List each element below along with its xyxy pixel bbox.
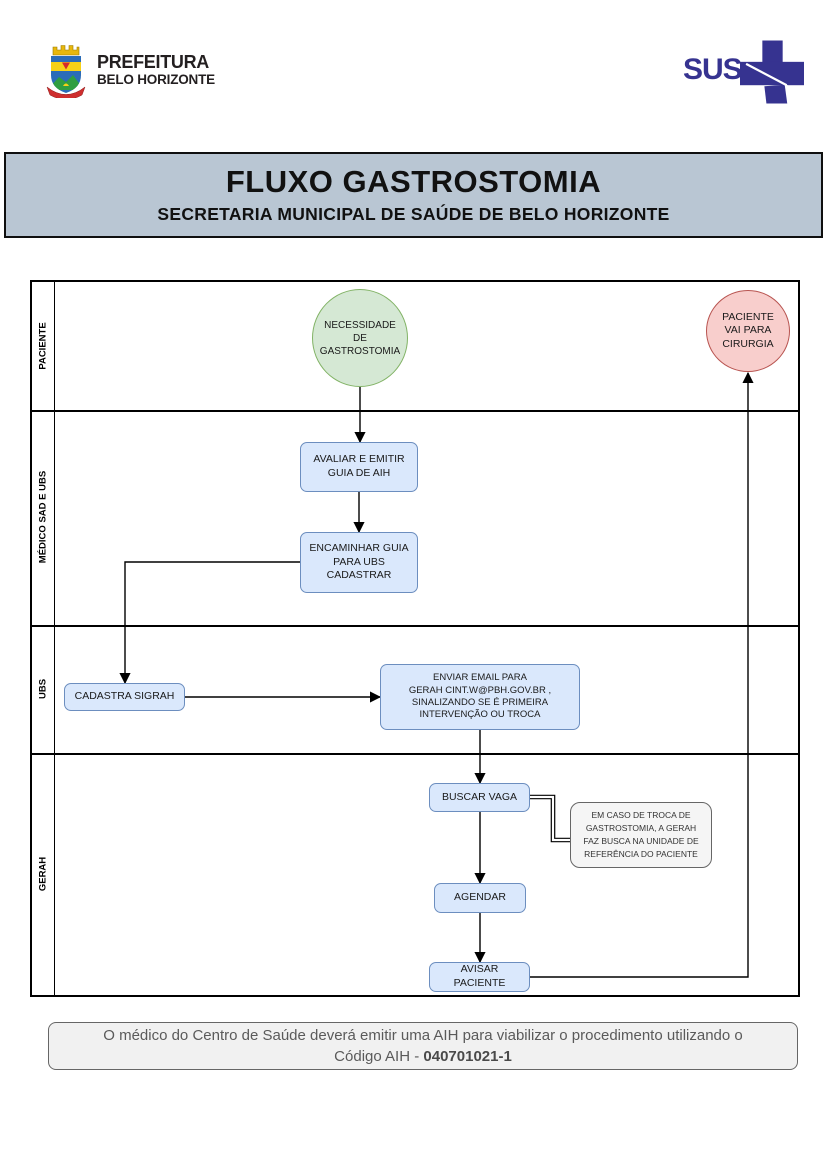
pbh-logo-line1: PREFEITURA: [97, 52, 210, 73]
node-note-troca-gastrostomia: EM CASO DE TROCA DE GASTROSTOMIA, A GERA…: [570, 802, 712, 868]
node-paciente-vai-para-cirurgia: PACIENTE VAI PARA CIRURGIA: [706, 290, 790, 372]
link-buscar-to-note-inner: [530, 795, 570, 842]
pbh-logo-text: PREFEITURA BELO HORIZONTE: [97, 53, 215, 87]
footer-note-line2: Código AIH - 040701021-1: [334, 1046, 512, 1067]
node-avaliar-emitir-guia-aih: AVALIAR E EMITIR GUIA DE AIH: [300, 442, 418, 492]
page-subtitle: SECRETARIA MUNICIPAL DE SAÚDE DE BELO HO…: [157, 204, 670, 224]
sus-logo-text: SUS: [683, 53, 743, 86]
node-avisar-paciente: AVISAR PACIENTE: [429, 962, 530, 992]
lane-divider: [32, 625, 798, 627]
pbh-crest-icon: [46, 45, 86, 98]
node-cadastra-sigrah: CADASTRA SIGRAH: [64, 683, 185, 711]
node-enviar-email-gerah: ENVIAR EMAIL PARA GERAH CINT.W@PBH.GOV.B…: [380, 664, 580, 730]
link-buscar-to-note: [530, 794, 570, 843]
lane-divider: [32, 753, 798, 755]
footer-note-line1: O médico do Centro de Saúde deverá emiti…: [103, 1027, 743, 1044]
node-encaminhar-guia-ubs: ENCAMINHAR GUIA PARA UBS CADASTRAR: [300, 532, 418, 593]
node-necessidade-gastrostomia: NECESSIDADE DE GASTROSTOMIA: [312, 289, 408, 387]
footer-note-code-prefix: Código AIH -: [334, 1048, 424, 1065]
footer-note-code: 040701021-1: [423, 1048, 512, 1065]
pbh-logo-line2: BELO HORIZONTE: [97, 72, 215, 88]
sus-cross-icon: [740, 40, 804, 104]
node-agendar: AGENDAR: [434, 883, 526, 913]
connector-layer: [119, 371, 754, 978]
flowchart: PACIENTE MÉDICO SAD E UBS UBS GERAH NECE…: [30, 280, 800, 997]
footer-note: O médico do Centro de Saúde deverá emiti…: [48, 1022, 798, 1070]
arrow-avisar-to-end: [530, 371, 754, 978]
lane-label-column: [32, 282, 55, 995]
sus-logo: SUS: [683, 40, 805, 106]
node-buscar-vaga: BUSCAR VAGA: [429, 783, 530, 812]
lane-divider: [32, 410, 798, 412]
page-title: FLUXO GASTROSTOMIA: [225, 164, 602, 199]
arrow-encaminhar-to-cadastra: [119, 561, 300, 685]
pbh-logo: PREFEITURA BELO HORIZONTE: [44, 42, 215, 98]
title-bar: FLUXO GASTROSTOMIA SECRETARIA MUNICIPAL …: [4, 152, 823, 238]
